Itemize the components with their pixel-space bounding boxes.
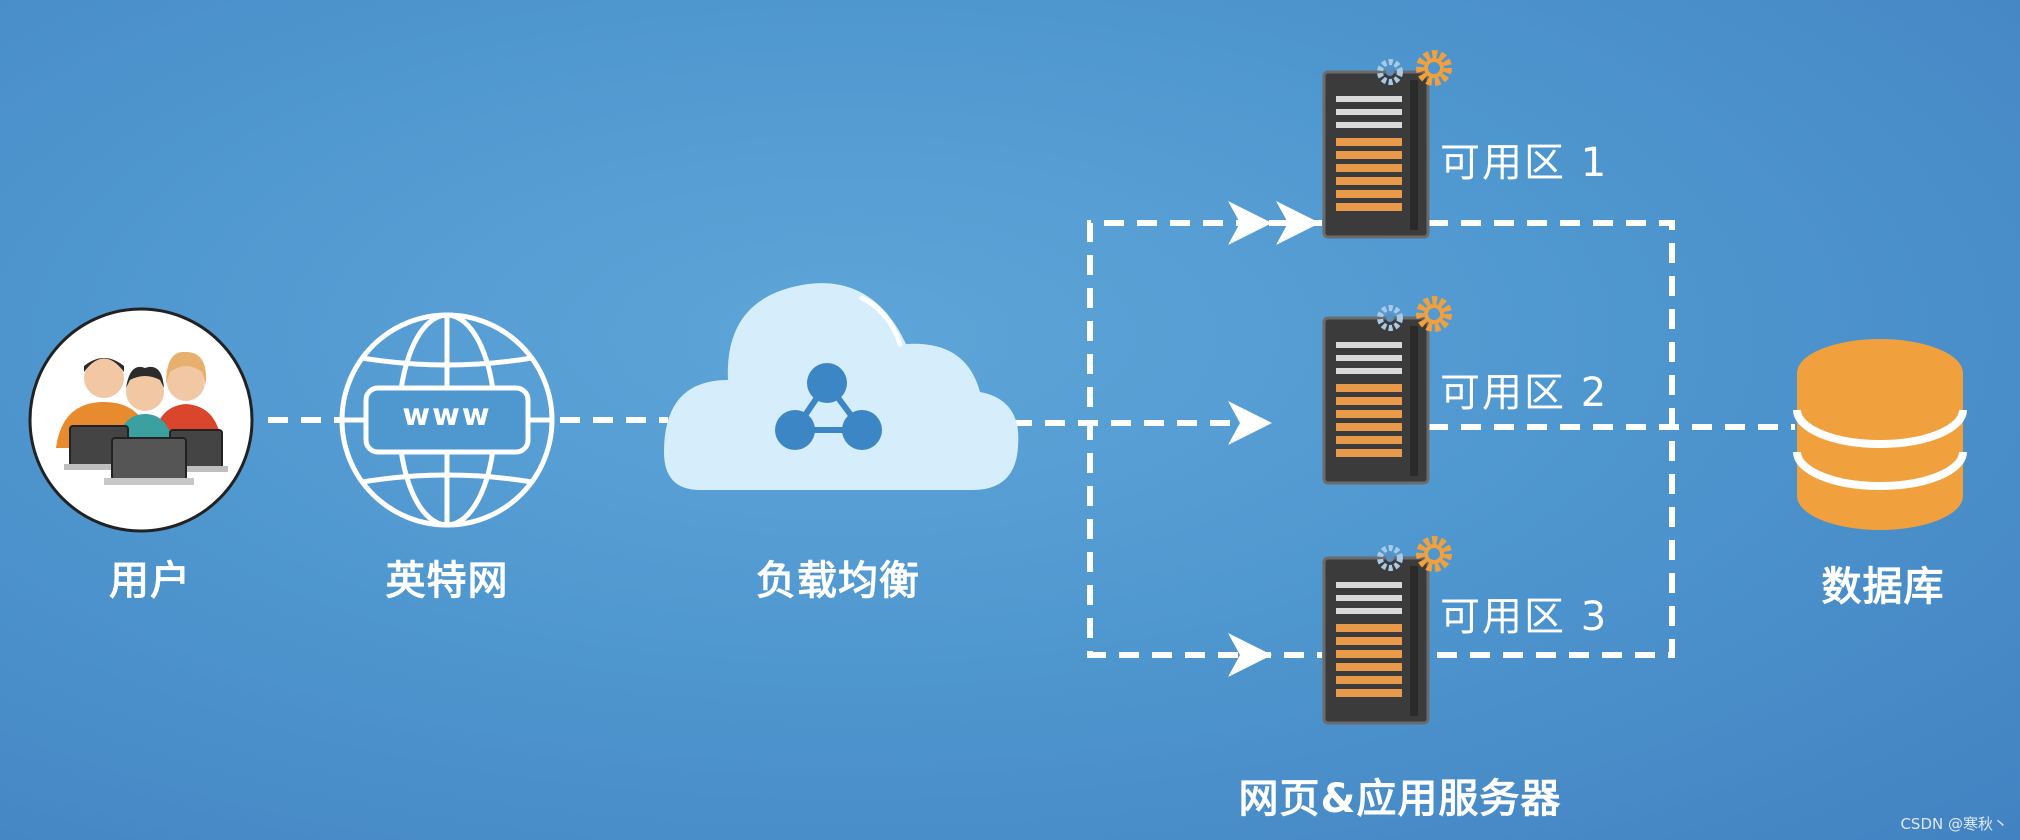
- zone-label-3: 可用区 3: [1440, 594, 1609, 640]
- zone-label-2: 可用区 2: [1440, 370, 1609, 416]
- internet-label: 英特网: [385, 558, 509, 604]
- load-balancer-label: 负载均衡: [756, 558, 920, 604]
- zone-label-1: 可用区 1: [1440, 140, 1609, 186]
- connector-fanout-right: [1428, 220, 1675, 658]
- arrowheads: [1228, 201, 1320, 677]
- users-with-laptops-icon: [28, 307, 254, 533]
- www-badge-text: www: [402, 398, 492, 433]
- users-label: 用户: [109, 558, 191, 604]
- database-label: 数据库: [1821, 564, 1945, 610]
- arrow-icon: [1228, 201, 1272, 245]
- database-icon: [1793, 339, 1967, 530]
- server-with-gears-icon: [1324, 54, 1448, 723]
- connector-fanout-left: [1087, 220, 1322, 658]
- servers-label: 网页&应用服务器: [1238, 776, 1562, 822]
- arrow-icon: [1228, 401, 1272, 445]
- globe-www-icon: [339, 312, 555, 528]
- cloud-network-icon: [664, 283, 1019, 490]
- connector-lines: [268, 220, 1795, 658]
- watermark: CSDN @寒秋丶: [1900, 815, 2008, 833]
